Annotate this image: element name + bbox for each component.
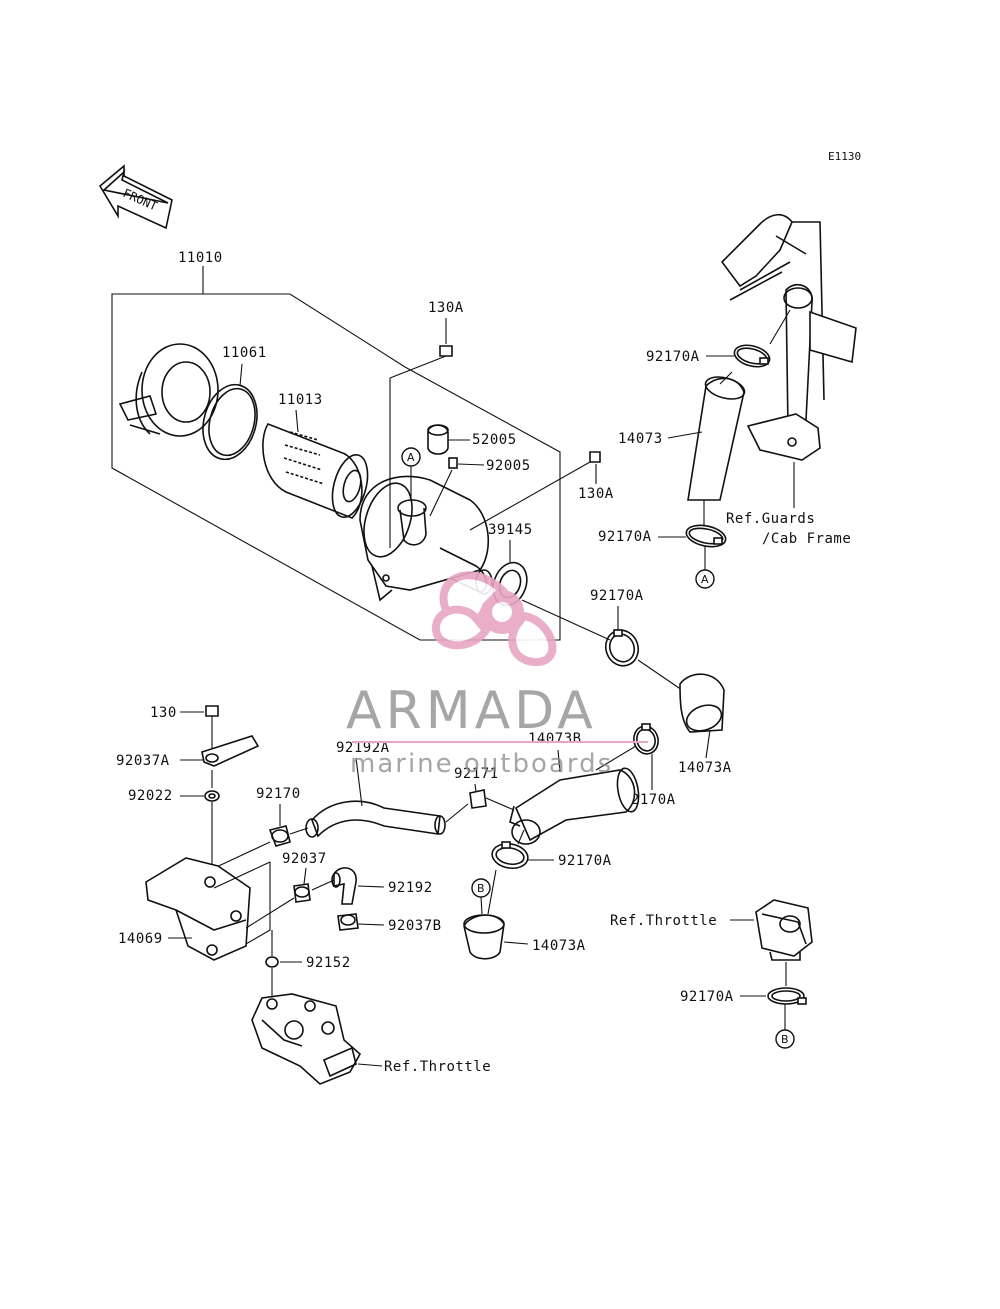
callout-14073a-right: 14073A [678, 760, 732, 776]
callout-11061: 11061 [222, 345, 267, 361]
hose-92192 [331, 867, 357, 905]
elbow-14073a-right [679, 673, 725, 733]
throttle-body-lower [251, 993, 362, 1085]
callout-92170a-f: 92170A [680, 989, 734, 1005]
washer-92152 [265, 930, 279, 996]
watermark-brand: ARMADA [346, 681, 597, 741]
clamp-92170a-top [733, 344, 771, 368]
callout-92171: 92171 [454, 766, 499, 782]
bolt-130a-top [389, 345, 453, 548]
pipe-14073b [509, 767, 640, 845]
clamp-92170 [209, 825, 309, 871]
callout-14073: 14073 [618, 431, 663, 447]
callout-92037b: 92037B [388, 918, 442, 934]
ref-b-low: B [775, 1004, 795, 1049]
callout-11013: 11013 [278, 392, 323, 408]
clamp-92170a-f [767, 962, 807, 1005]
watermark-tagline: marine outboards [350, 749, 613, 779]
callout-52005: 52005 [472, 432, 517, 448]
clip-92171 [469, 789, 515, 811]
callout-130a-top: 130A [428, 300, 464, 316]
callout-92005: 92005 [486, 458, 531, 474]
bolt-130 [205, 705, 219, 748]
washer-92022 [204, 790, 220, 802]
callout-92037a: 92037A [116, 753, 170, 769]
callout-92192a: 92192A [336, 740, 390, 756]
clamp-92170a-e [491, 841, 529, 870]
bracket-92037a [201, 735, 260, 767]
bolt-130a-right [469, 451, 601, 531]
svg-text:B: B [781, 1033, 789, 1046]
duct-14073-cab-frame [720, 213, 857, 461]
svg-text:B: B [477, 882, 485, 895]
callout-11010: 11010 [178, 250, 223, 266]
clamp-92037b [337, 913, 359, 931]
ref-b-mid: B [471, 878, 491, 915]
ref-throttle-lower: Ref.Throttle [384, 1059, 491, 1075]
air-cleaner-housing [359, 475, 493, 602]
callout-14073a-low: 14073A [532, 938, 586, 954]
watermark: ARMADA marine outboards [346, 571, 648, 779]
callout-92022: 92022 [128, 788, 173, 804]
svg-text:A: A [701, 573, 709, 586]
duct-14073 [687, 376, 746, 501]
callout-92170a-e: 92170A [558, 853, 612, 869]
elbow-14073a-low [463, 914, 505, 960]
ref-guards-line2: /Cab Frame [762, 531, 851, 547]
svg-text:A: A [407, 451, 415, 464]
hose-92192a [305, 800, 469, 838]
clamp-92170a-c [604, 629, 640, 667]
bracket-14069 [145, 857, 271, 961]
figure-code: E1130 [828, 150, 861, 163]
propeller-logo-icon [432, 571, 557, 666]
callout-14069: 14069 [118, 931, 163, 947]
ref-a-mid: A [695, 546, 715, 589]
callout-130: 130 [150, 705, 177, 721]
air-cleaner-cover [118, 343, 219, 437]
ref-a-top: A [401, 447, 421, 498]
callout-130a-right: 130A [578, 486, 614, 502]
callout-39145: 39145 [488, 522, 533, 538]
callout-92170a-top: 92170A [646, 349, 700, 365]
ref-guards-line1: Ref.Guards [726, 511, 815, 527]
clamp-92170a-mid [685, 524, 727, 548]
clamp-92170a-d [633, 723, 659, 755]
front-arrow-icon: FRONT [98, 164, 173, 230]
ref-throttle-right: Ref.Throttle [610, 913, 717, 929]
clamp-92005 [448, 457, 458, 469]
air-filter-element-11013 [262, 423, 369, 519]
callout-92170a-c: 92170A [590, 588, 644, 604]
callout-92192: 92192 [388, 880, 433, 896]
throttle-body-right [755, 899, 813, 961]
valve-52005 [427, 424, 449, 455]
callout-92170: 92170 [256, 786, 301, 802]
clamp-92037 [245, 879, 335, 929]
callout-92037: 92037 [282, 851, 327, 867]
callout-92170a-mid: 92170A [598, 529, 652, 545]
callout-92152: 92152 [306, 955, 351, 971]
